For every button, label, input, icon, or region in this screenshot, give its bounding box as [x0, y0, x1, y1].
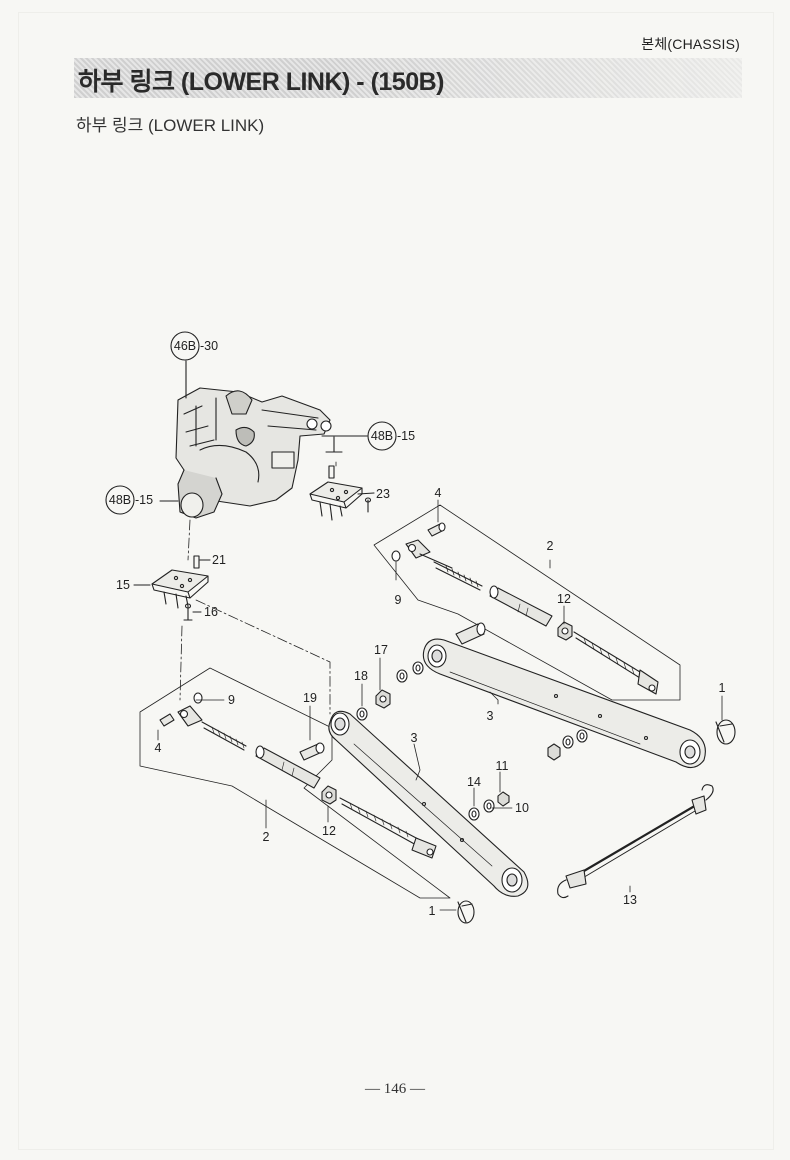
callout-4-left: 4	[155, 741, 162, 755]
page-number: — 146 —	[365, 1081, 425, 1097]
rod-lower-right	[339, 797, 437, 859]
washers-10-11-14	[468, 791, 510, 821]
turnbuckle-end-upper	[391, 539, 483, 591]
section-label: 본체(CHASSIS)	[641, 36, 740, 52]
bolt-19	[299, 742, 325, 761]
stabilizer-rod-13	[557, 784, 714, 899]
callout-10: 10	[515, 801, 529, 815]
washers-nut-right	[547, 729, 588, 761]
callout-48b-15-right	[321, 421, 397, 453]
lock-pin-1-bottom	[457, 900, 475, 924]
callout-9-left: 9	[228, 693, 235, 707]
callout-9-top: 9	[395, 593, 402, 607]
rear-housing	[175, 387, 332, 519]
callout-48b-15-left	[105, 485, 179, 515]
assembly-center-lines	[179, 461, 337, 715]
callout-19: 19	[303, 691, 317, 705]
callout-labels: 46B -30 48B -15 48B -15 23 4 2 9 21 15 1…	[109, 339, 726, 918]
bracket-left	[133, 555, 211, 621]
lock-pin-1-right	[715, 719, 736, 745]
callout-48b-right-text: 48B	[371, 429, 393, 443]
callout-13: 13	[623, 893, 637, 907]
bracket-right	[309, 465, 375, 521]
pin-large	[455, 622, 486, 645]
callout-23: 23	[376, 487, 390, 501]
callout-46b-text: 46B	[174, 339, 196, 353]
enclosure-lower-2	[139, 667, 451, 899]
callout-18: 18	[354, 669, 368, 683]
callout-48b-right-suffix: -15	[397, 429, 415, 443]
callout-2-top: 2	[547, 539, 554, 553]
title-band	[74, 58, 742, 98]
page-title: 하부 링크 (LOWER LINK) - (150B)	[78, 68, 445, 96]
washers-nut-17-18	[356, 661, 424, 721]
callout-46b-suffix: -30	[200, 339, 218, 353]
callout-4-top: 4	[435, 486, 442, 500]
enclosure-upper-2	[373, 504, 681, 701]
callout-48b-left-text: 48B	[109, 493, 131, 507]
callout-1-right: 1	[719, 681, 726, 695]
callout-46b-30	[170, 331, 200, 399]
turnbuckle-sleeve-lower	[255, 745, 321, 789]
lower-link-3-upper	[422, 638, 706, 769]
nut-12-upper	[557, 621, 573, 641]
page-border	[18, 12, 774, 1150]
callout-21: 21	[212, 553, 226, 567]
turnbuckle-end-lower	[159, 692, 247, 751]
callout-12-top: 12	[557, 592, 571, 606]
callout-leaders	[157, 499, 723, 911]
callout-16: 16	[204, 605, 218, 619]
callout-2-lower: 2	[263, 830, 270, 844]
callout-11: 11	[496, 759, 509, 773]
callout-12-lower: 12	[322, 824, 336, 838]
diagram-subtitle: 하부 링크 (LOWER LINK)	[76, 116, 265, 135]
turnbuckle-sleeve-upper	[489, 585, 553, 627]
nut-12-lower	[321, 785, 337, 805]
callout-15: 15	[116, 578, 130, 592]
callout-14: 14	[467, 775, 481, 789]
lower-link-3-lower	[328, 710, 529, 897]
callout-1-bottom: 1	[429, 904, 436, 918]
callout-3-lower: 3	[411, 731, 418, 745]
callout-48b-left-suffix: -15	[135, 493, 153, 507]
pin-4-top	[427, 522, 446, 537]
callout-3-top: 3	[487, 709, 494, 723]
rod-upper-right	[573, 631, 659, 695]
callout-17: 17	[374, 643, 388, 657]
